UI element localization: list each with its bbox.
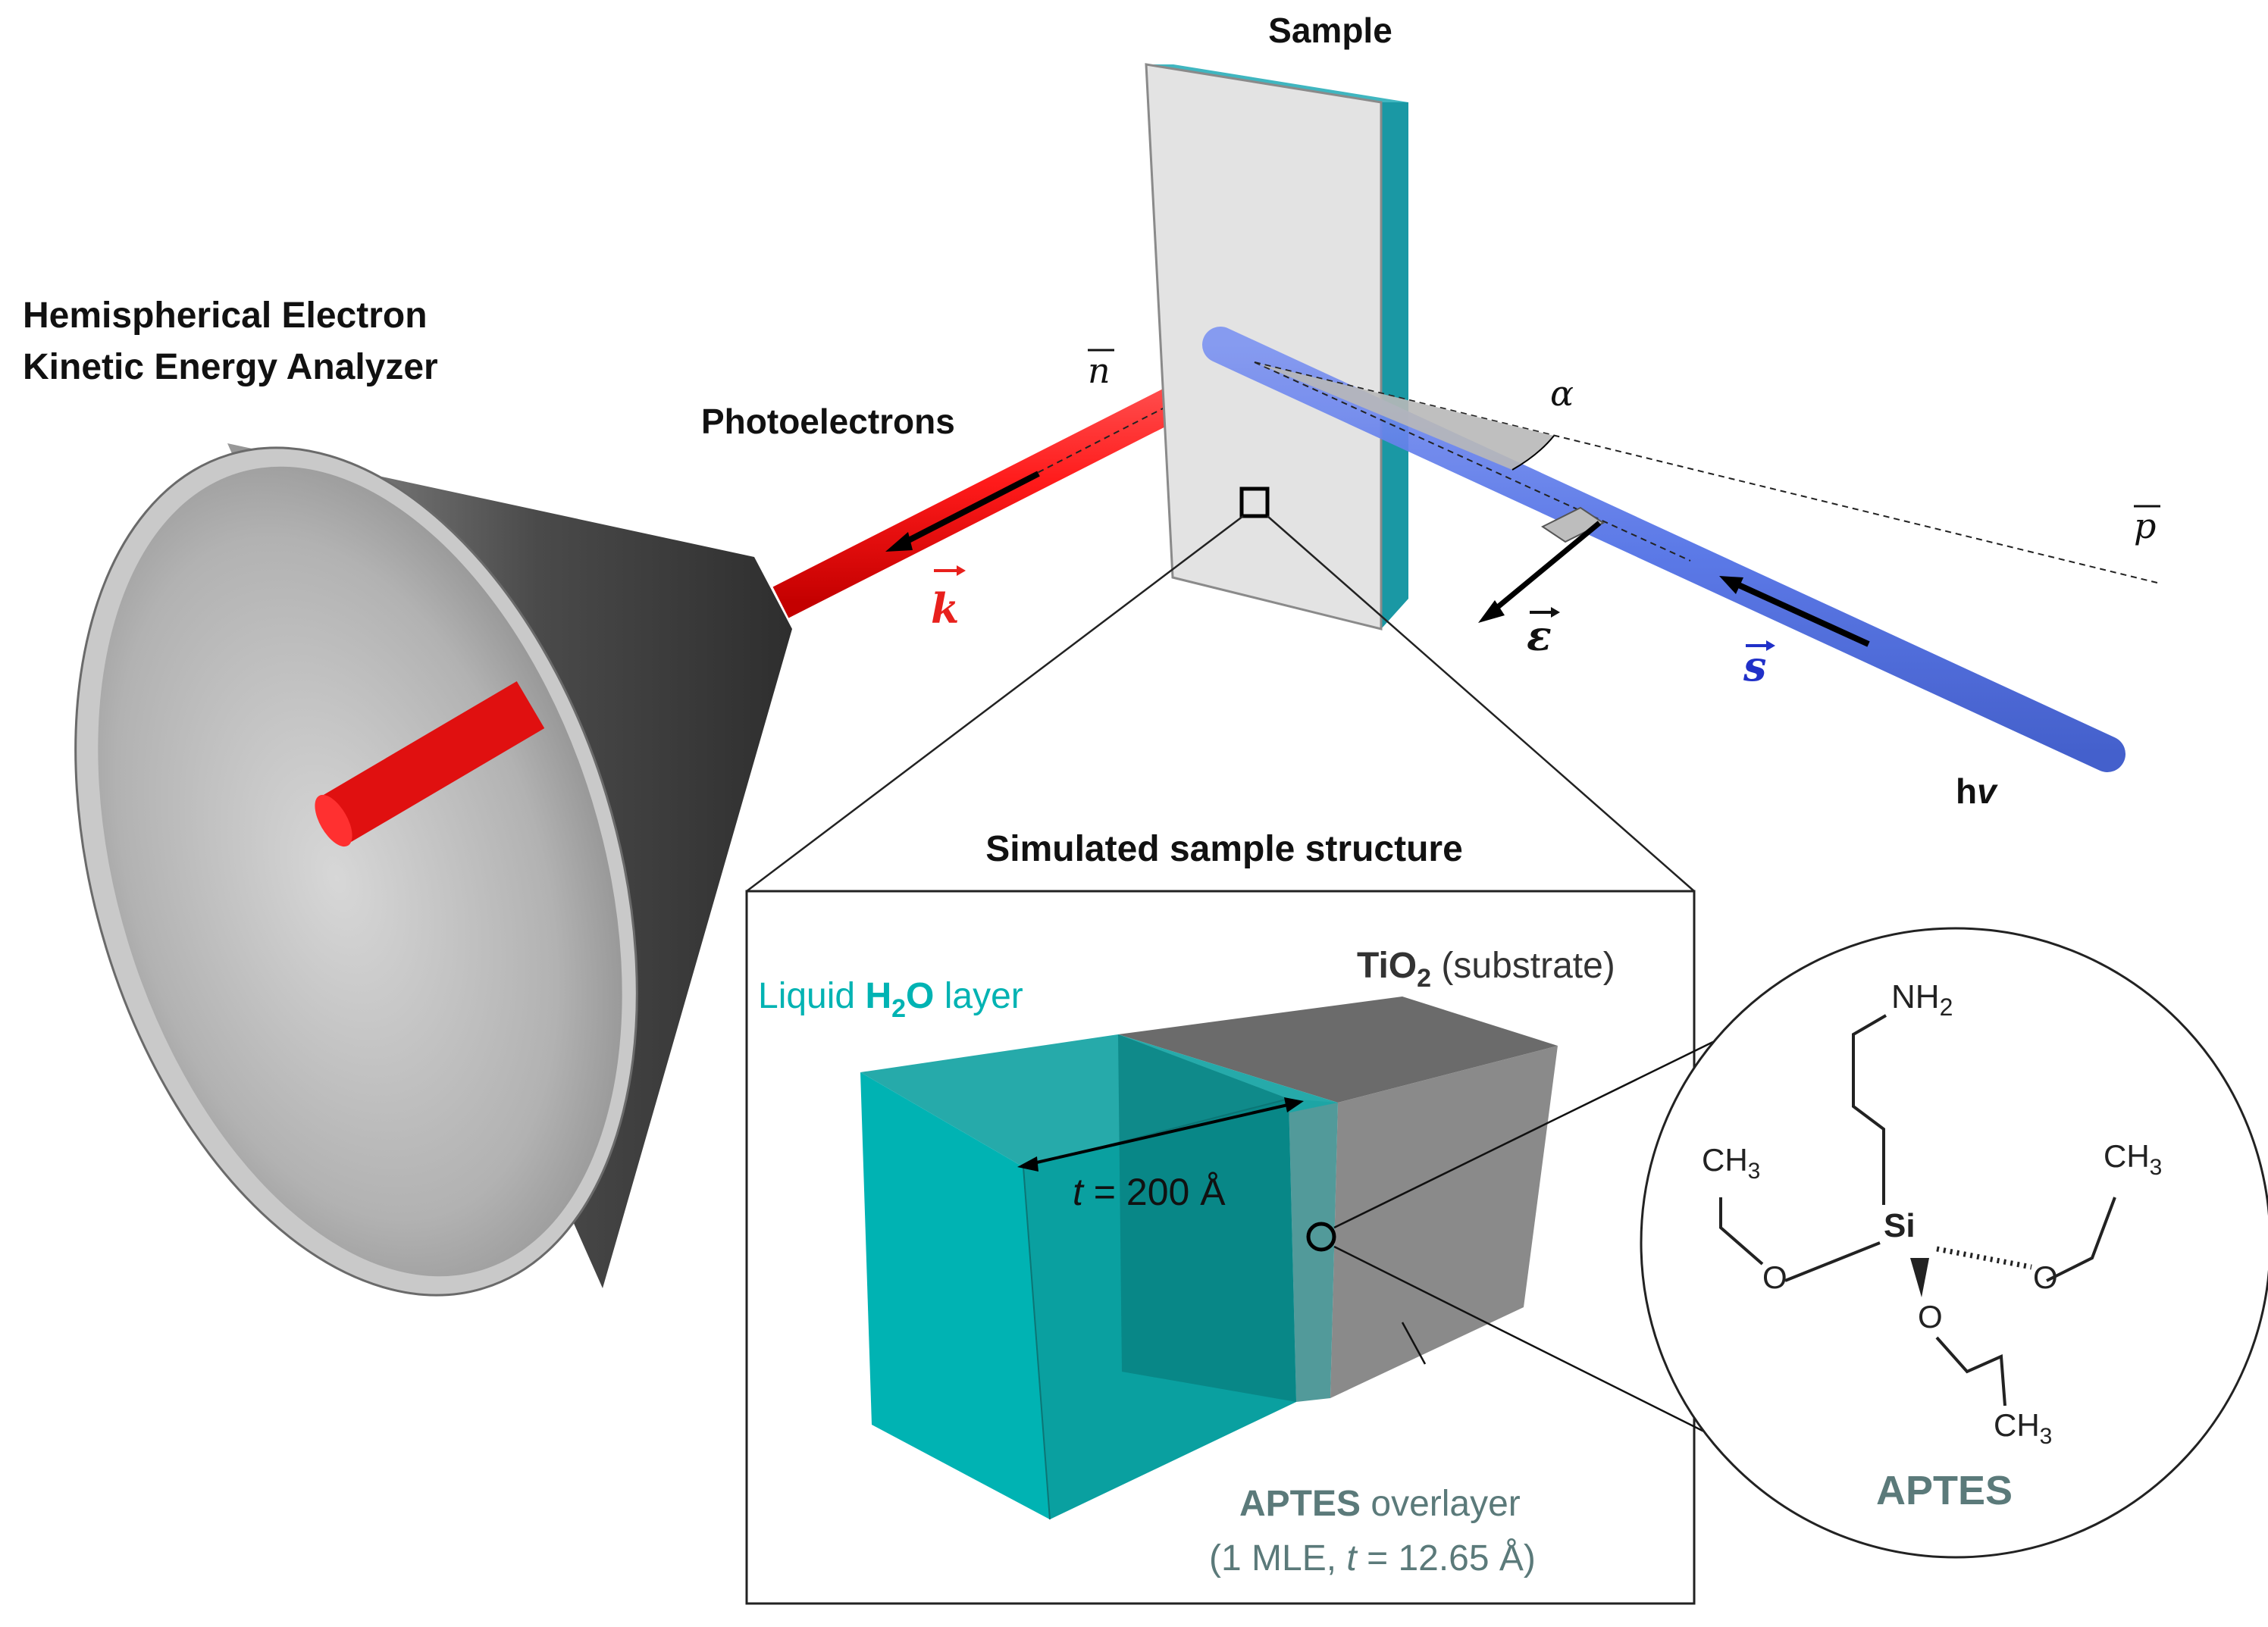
oxygen-right-label: O xyxy=(2033,1259,2058,1295)
substrate-front-right xyxy=(1330,1046,1558,1398)
nh2-label: NH2 xyxy=(1891,978,1953,1021)
thickness-label: t = 200 Å xyxy=(1073,1171,1226,1213)
water-inner-shade xyxy=(1118,1034,1296,1402)
si-label: Si xyxy=(1884,1207,1916,1244)
analyzer-label-line1: Hemispherical Electron xyxy=(23,296,428,336)
aptes-layer xyxy=(1289,1099,1338,1402)
aptes-molecule-zoom: NH2 CH3 CH3 CH3 Si O O O APTES xyxy=(1333,927,2268,1559)
normal-vector-label: n xyxy=(1088,349,1114,391)
aptes-zoom-marker xyxy=(1306,1222,1336,1252)
angle-construction xyxy=(1254,361,2161,623)
alpha-label: α xyxy=(1550,373,1574,414)
substrate-label: TiO2 (substrate) xyxy=(1357,946,1615,993)
sample-label: Sample xyxy=(1268,11,1392,50)
thickness-arrow xyxy=(1023,1101,1298,1167)
oxygen-left-label: O xyxy=(1762,1259,1787,1295)
water-top xyxy=(860,1034,1338,1167)
sample-slab xyxy=(1145,63,1408,630)
photoelectrons-label: Photoelectrons xyxy=(701,402,955,441)
substrate-top xyxy=(1118,997,1558,1103)
analyzer-label-line2: Kinetic Energy Analyzer xyxy=(23,347,438,387)
k-arrow xyxy=(897,471,1040,549)
svg-text:p: p xyxy=(2134,505,2156,546)
cone-inner-surface xyxy=(98,466,622,1277)
epsilon-arrow xyxy=(1487,521,1602,616)
p-vector-label: p xyxy=(2134,505,2160,546)
s-vector-label: s xyxy=(1743,640,1775,690)
epsilon-vector-label: ε xyxy=(1527,607,1560,660)
svg-text:k: k xyxy=(931,584,959,633)
analyzer-cone xyxy=(74,443,792,1297)
oxygen-bottom-label: O xyxy=(1918,1299,1943,1334)
sample-zoom-marker xyxy=(1239,487,1270,518)
liquid-layer-label: Liquid H2O layer xyxy=(758,976,1023,1023)
aptes-thickness-label: (1 MLE, t = 12.65 Å) xyxy=(1209,1538,1536,1579)
layer-stack xyxy=(860,997,1558,1520)
ch3-left-label: CH3 xyxy=(1702,1142,1760,1184)
zoom-lines xyxy=(746,515,1695,892)
ch3-bottom-label: CH3 xyxy=(1994,1407,2052,1449)
structure-title: Simulated sample structure xyxy=(985,829,1463,869)
k-vector-label: k xyxy=(931,565,966,633)
aptes-overlayer-label: APTES overlayer xyxy=(1239,1484,1521,1524)
inner-electron-beam xyxy=(315,681,545,847)
svg-text:ε: ε xyxy=(1527,612,1552,660)
photon-beam xyxy=(1202,327,2125,772)
svg-text:s: s xyxy=(1743,642,1766,690)
water-left xyxy=(860,1072,1050,1519)
aptes-structure xyxy=(1719,1014,2116,1406)
svg-text:n: n xyxy=(1088,350,1111,391)
molecule-circle xyxy=(1640,927,2268,1559)
s-arrow xyxy=(1731,579,1870,647)
ch3-right-label: CH3 xyxy=(2104,1138,2162,1180)
hv-label: hv xyxy=(1956,771,1998,811)
aptes-name-label: APTES xyxy=(1876,1468,2013,1513)
